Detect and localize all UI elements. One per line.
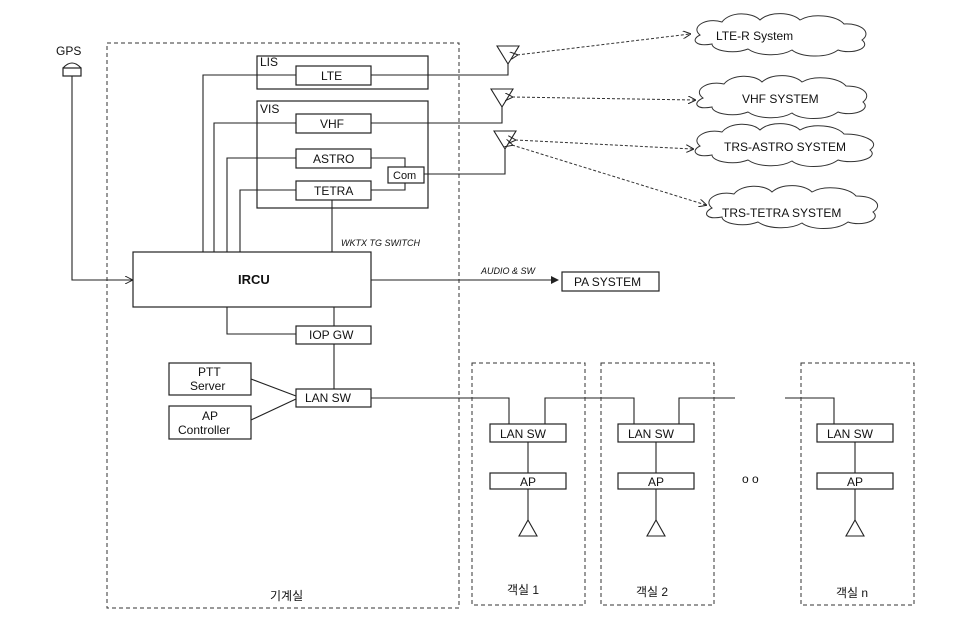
svg-text:TRS-ASTRO SYSTEM: TRS-ASTRO SYSTEM <box>724 140 846 154</box>
cabin-n-ap-label: AP <box>847 475 863 489</box>
cabin-n-label: 객실 n <box>836 586 868 600</box>
lan-sw-label: LAN SW <box>305 391 352 405</box>
vhf-system-cloud: VHF SYSTEM <box>696 75 868 119</box>
lte-label: LTE <box>321 69 342 83</box>
trs-antenna-icon <box>424 130 517 175</box>
vhf-label: VHF <box>320 117 344 131</box>
astro-label: ASTRO <box>313 152 354 166</box>
cabin-n-lan-sw-label: LAN SW <box>827 427 874 441</box>
lan-backbone-2 <box>544 397 635 424</box>
trs-astro-radio-link <box>515 140 693 149</box>
trs-tetra-system-cloud: TRS-TETRA SYSTEM <box>706 185 879 229</box>
apc-lansw-link <box>250 398 297 421</box>
audio-label: AUDIO & SW <box>480 266 537 276</box>
astro-com-link <box>371 157 406 167</box>
cabin-2-lan-sw-label: LAN SW <box>628 427 675 441</box>
iop-gw-label: IOP GW <box>309 328 354 342</box>
machine-room-label: 기계실 <box>270 589 303 603</box>
cabin-n-antenna-icon <box>845 518 865 537</box>
ircu-box <box>132 251 372 308</box>
lis-label: LIS <box>260 55 278 69</box>
pa-system-label: PA SYSTEM <box>574 275 641 289</box>
ap-controller-line1: AP <box>202 409 218 423</box>
tetra-com-link <box>371 183 406 191</box>
trs-tetra-radio-link <box>512 145 706 205</box>
cabin-1-ap-label: AP <box>520 475 536 489</box>
cabin-1-lan-sw-label: LAN SW <box>500 427 547 441</box>
com-box <box>387 166 425 184</box>
cabin-ellipsis: o o <box>742 472 759 486</box>
ptt-server-box <box>168 362 252 396</box>
tetra-label: TETRA <box>314 184 353 198</box>
ap-controller-line2: Controller <box>178 423 230 437</box>
wktx-label: WKTX TG SWITCH <box>341 238 420 248</box>
ircu-vhf-link <box>213 122 296 252</box>
cabin-2-antenna-icon <box>646 518 666 537</box>
cabin-2-ap-label: AP <box>648 475 664 489</box>
lan-backbone-1 <box>371 397 510 424</box>
lan-backbone-3 <box>678 397 735 424</box>
ircu-iopgw-link <box>226 307 296 335</box>
machine-room-boundary <box>106 42 460 609</box>
lan-backbone-4 <box>785 397 835 424</box>
vhf-radio-link <box>512 97 695 100</box>
gps-label: GPS <box>56 44 81 58</box>
ap-controller-box <box>168 405 252 440</box>
ircu-lte-link <box>202 74 296 252</box>
ircu-tetra-link <box>239 189 296 252</box>
com-label: Com <box>393 170 416 182</box>
cabin-n: LAN SW AP 객실 n <box>800 362 915 606</box>
gps-antenna-icon <box>62 62 82 77</box>
ircu-label: IRCU <box>238 272 270 287</box>
ptt-server-line1: PTT <box>198 365 221 379</box>
ptt-lansw-link <box>250 378 297 397</box>
vis-label: VIS <box>260 102 279 116</box>
trs-astro-system-cloud: TRS-ASTRO SYSTEM <box>694 123 875 167</box>
svg-text:LTE-R System: LTE-R System <box>716 29 793 43</box>
lte-r-radio-link <box>517 34 690 55</box>
cabin-1-antenna-icon <box>518 518 538 537</box>
cabin-2-label: 객실 2 <box>636 585 668 599</box>
gps-link <box>71 76 132 280</box>
ptt-server-line2: Server <box>190 379 225 393</box>
svg-text:VHF SYSTEM: VHF SYSTEM <box>742 92 819 106</box>
cabin-1-label: 객실 1 <box>507 583 539 597</box>
cabin-1: LAN SW AP 객실 1 <box>471 362 586 606</box>
svg-text:TRS-TETRA SYSTEM: TRS-TETRA SYSTEM <box>722 206 841 220</box>
pa-system-box <box>561 271 660 292</box>
ircu-astro-link <box>226 157 296 252</box>
cabin-2: LAN SW AP 객실 2 <box>600 362 715 606</box>
lte-r-system-cloud: LTE-R System <box>694 13 867 57</box>
